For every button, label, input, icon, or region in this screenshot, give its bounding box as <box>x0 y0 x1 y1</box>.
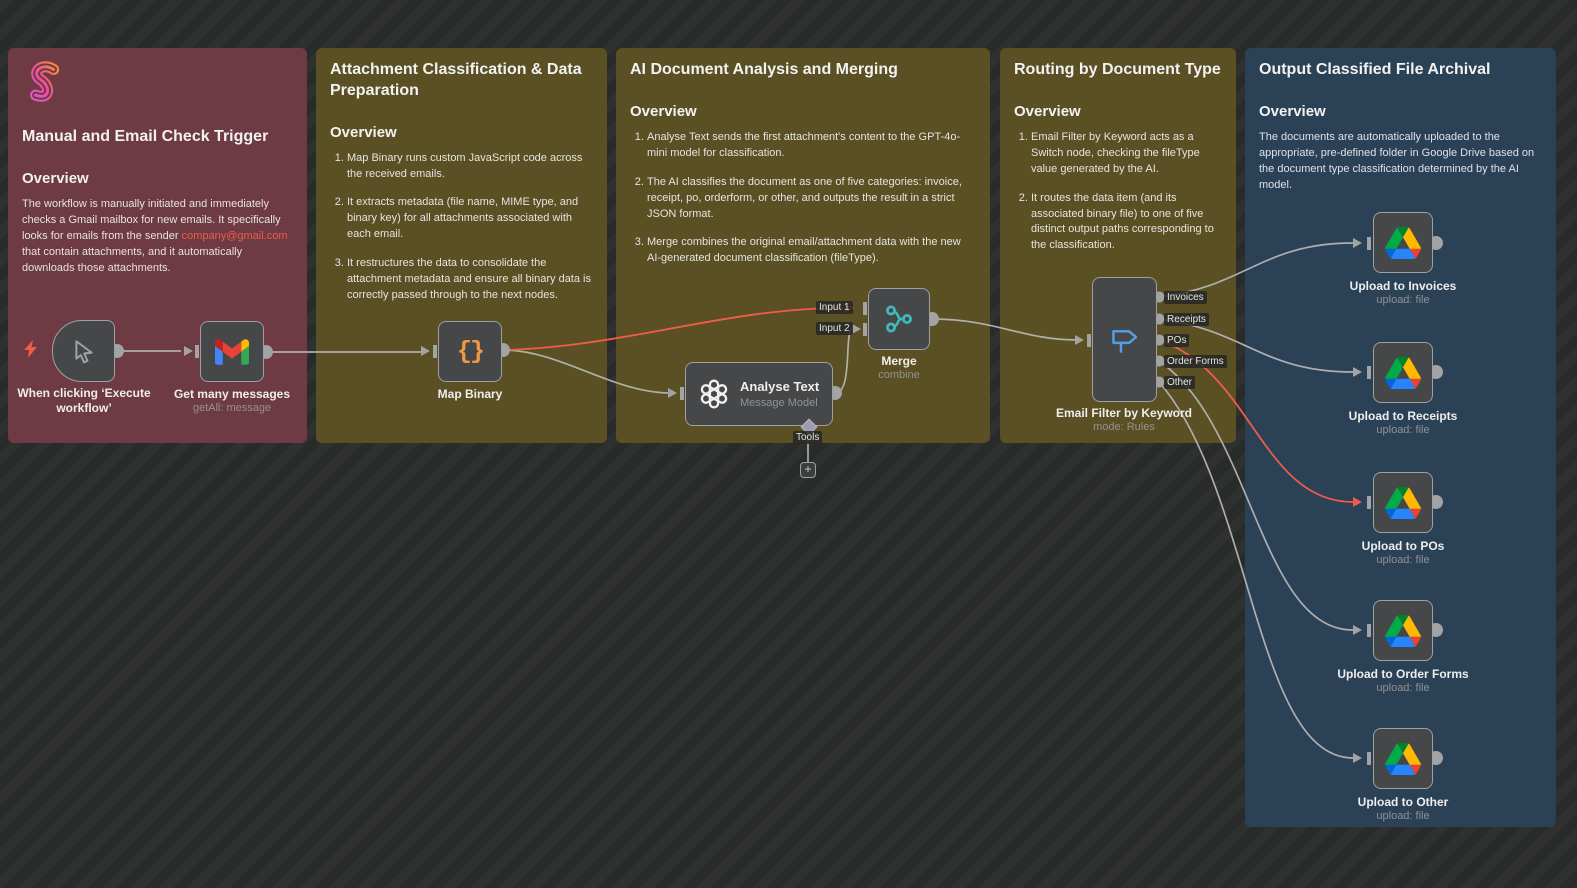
node-label: Merge <box>881 354 917 368</box>
switch-signpost-icon <box>1111 329 1137 353</box>
list-item: Merge combines the original email/attach… <box>647 235 976 267</box>
google-drive-icon <box>1385 614 1421 647</box>
merge-input1-label: Input 1 <box>816 301 853 314</box>
google-drive-icon <box>1385 226 1421 259</box>
node-subtitle: Message Model <box>740 397 818 409</box>
email-link[interactable]: company@gmail.com <box>181 229 288 242</box>
merge-icon <box>886 305 912 333</box>
merge-input2-label: Input 2 <box>816 322 853 335</box>
switch-output-label-invoices: Invoices <box>1164 291 1207 304</box>
sticky-note-trigger[interactable]: Manual and Email Check Trigger Overview … <box>8 48 307 443</box>
code-node[interactable]: {} <box>438 321 502 382</box>
openai-node[interactable]: Analyse Text Message Model <box>685 362 833 426</box>
brand-s-logo-icon <box>30 61 60 102</box>
google-drive-icon <box>1385 742 1421 775</box>
node-subtitle: upload: file <box>1376 554 1430 566</box>
list-item: Email Filter by Keyword acts as a Switch… <box>1031 130 1222 178</box>
node-label: Map Binary <box>437 387 503 401</box>
node-label: Upload to Order Forms <box>1337 667 1469 681</box>
list-item: Analyse Text sends the first attachment'… <box>647 130 976 162</box>
code-braces-icon: {} <box>456 337 485 366</box>
overview-heading: Overview <box>330 123 397 141</box>
tools-label: Tools <box>793 431 823 444</box>
overview-heading: Overview <box>630 102 697 120</box>
overview-heading: Overview <box>1014 102 1081 120</box>
node-subtitle: upload: file <box>1376 810 1430 822</box>
list-item: The AI classifies the document as one of… <box>647 175 976 223</box>
switch-output-label-pos: POs <box>1164 334 1190 347</box>
section-title: Manual and Email Check Trigger <box>22 128 269 145</box>
node-subtitle: upload: file <box>1376 682 1430 694</box>
upload-invoices-node[interactable] <box>1373 212 1433 273</box>
gmail-node[interactable] <box>200 321 264 382</box>
switch-output-label-receipts: Receipts <box>1164 313 1209 326</box>
google-drive-icon <box>1385 486 1421 519</box>
overview-text: The workflow is manually initiated and i… <box>22 197 288 274</box>
list-item: It routes the data item (and its associa… <box>1031 191 1222 255</box>
overview-heading: Overview <box>22 169 89 187</box>
node-subtitle: upload: file <box>1376 294 1430 306</box>
node-label: Upload to Receipts <box>1348 409 1458 423</box>
openai-icon <box>700 379 728 409</box>
upload-other-node[interactable] <box>1373 728 1433 789</box>
google-drive-icon <box>1385 356 1421 389</box>
add-tool-button[interactable]: + <box>800 462 816 478</box>
list-item: It restructures the data to consolidate … <box>347 256 593 304</box>
sticky-note-output[interactable]: Output Classified File Archival Overview… <box>1245 48 1556 827</box>
section-title: Output Classified File Archival <box>1259 61 1491 78</box>
node-label: Upload to POs <box>1361 539 1445 553</box>
upload-receipts-node[interactable] <box>1373 342 1433 403</box>
list-item: It extracts metadata (file name, MIME ty… <box>347 195 593 243</box>
node-subtitle: combine <box>878 369 920 381</box>
node-subtitle: getAll: message <box>192 402 272 414</box>
manual-trigger-node[interactable] <box>52 320 115 382</box>
upload-orderforms-node[interactable] <box>1373 600 1433 661</box>
section-title: Routing by Document Type <box>1014 61 1221 78</box>
overview-text: The documents are automatically uploaded… <box>1259 130 1535 191</box>
overview-list: Map Binary runs custom JavaScript code a… <box>330 151 593 305</box>
overview-heading: Overview <box>1259 102 1326 120</box>
node-subtitle: upload: file <box>1376 424 1430 436</box>
overview-list: Analyse Text sends the first attachment'… <box>630 130 976 268</box>
node-label: Upload to Invoices <box>1349 279 1457 293</box>
switch-node[interactable] <box>1092 277 1157 402</box>
node-label: Analyse Text <box>740 379 820 394</box>
list-item: Map Binary runs custom JavaScript code a… <box>347 151 593 183</box>
lightning-bolt-icon <box>24 340 37 358</box>
sticky-note-prep[interactable]: Attachment Classification & Data Prepara… <box>316 48 607 443</box>
merge-node[interactable] <box>868 288 930 350</box>
switch-output-label-other: Other <box>1164 376 1196 389</box>
node-label: When clicking ‘Execute workflow’ <box>17 386 151 415</box>
node-label: Upload to Other <box>1357 795 1449 809</box>
node-subtitle: mode: Rules <box>1093 421 1155 433</box>
switch-output-label-orderforms: Order Forms <box>1164 355 1227 368</box>
section-title: AI Document Analysis and Merging <box>630 61 898 78</box>
overview-list: Email Filter by Keyword acts as a Switch… <box>1014 130 1222 255</box>
cursor-icon <box>74 340 93 364</box>
upload-pos-node[interactable] <box>1373 472 1433 533</box>
section-title: Attachment Classification & Data Prepara… <box>330 61 582 99</box>
gmail-icon <box>215 338 249 365</box>
node-label: Email Filter by Keyword <box>1055 406 1193 420</box>
node-label: Get many messages <box>173 387 291 401</box>
